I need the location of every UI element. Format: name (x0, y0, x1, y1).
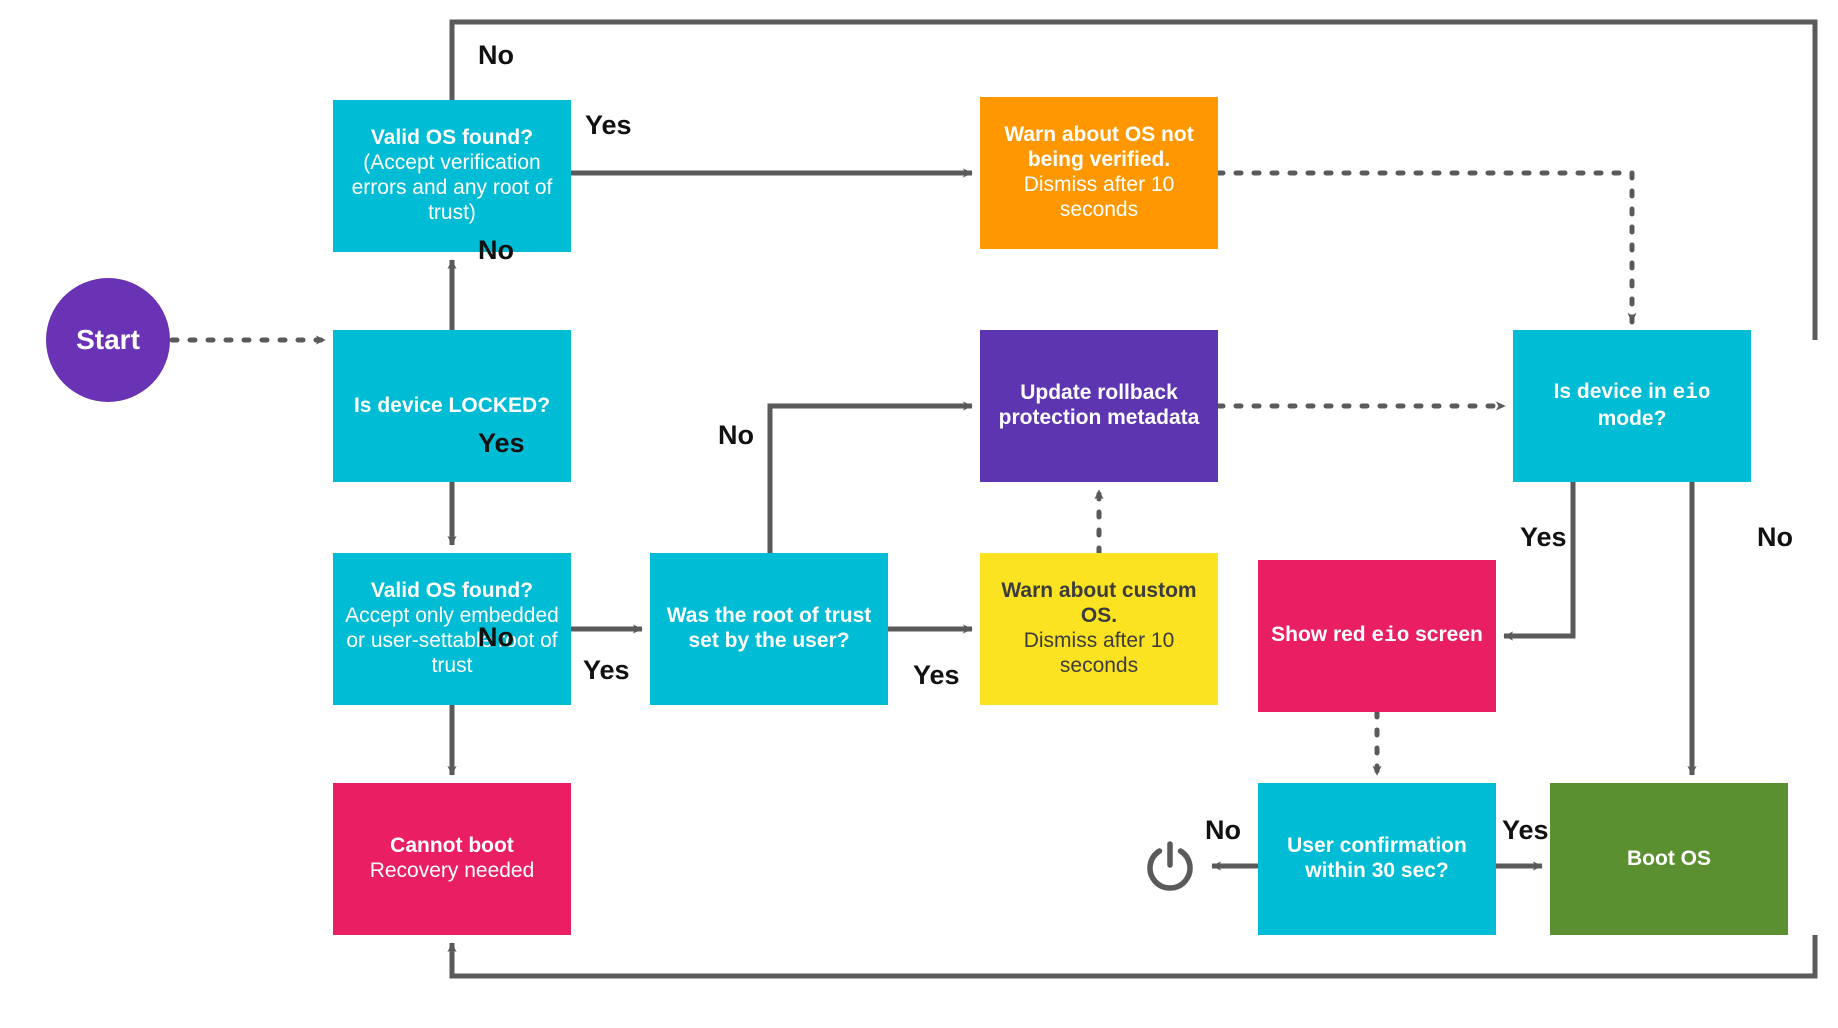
edge-label-no-top-loop: No (478, 40, 514, 70)
node-boot-os-title: Boot OS (1627, 846, 1711, 870)
node-valid-os-locked-title: Valid OS found? (370, 579, 534, 603)
node-warn-custom-os[interactable]: Warn about custom OS. Dismiss after 10 s… (980, 553, 1218, 705)
edge-label-no-eio-boot: No (1757, 522, 1793, 552)
red-eio-mono-text: eio (1371, 624, 1410, 648)
node-is-device-eio-title: Is device in eio mode? (1521, 380, 1743, 432)
node-user-confirmation[interactable]: User confirmation within 30 sec? (1258, 783, 1496, 935)
node-cannot-boot[interactable]: Cannot boot Recovery needed (333, 783, 571, 935)
node-start[interactable]: Start (46, 278, 170, 402)
edge-label-yes-rot-warncustom: Yes (913, 660, 960, 690)
node-warn-custom-os-sub: Dismiss after 10 seconds (1023, 629, 1175, 677)
node-is-device-locked[interactable]: Is device LOCKED? (333, 330, 571, 482)
node-root-of-trust-user-title: Was the root of trust set by the user? (666, 604, 872, 652)
edge-label-no-locked-up: No (478, 235, 514, 265)
node-show-red-eio-title: Show red eio screen (1271, 623, 1483, 650)
red-eio-suffix-text: screen (1409, 622, 1483, 646)
edge-label-no-userconf-power: No (1205, 815, 1241, 845)
edge-label-yes-userconf-boot: Yes (1502, 815, 1549, 845)
edge-label-yes-validos-rot: Yes (583, 655, 630, 685)
node-warn-unverified-os[interactable]: Warn about OS not being verified. Dismis… (980, 97, 1218, 249)
node-update-rollback[interactable]: Update rollback protection metadata (980, 330, 1218, 482)
power-icon (1142, 838, 1198, 894)
edge-label-yes-unlocked-warn: Yes (585, 110, 632, 140)
edge-bottom-loop (447, 935, 1818, 979)
edge-label-yes-eio-red: Yes (1520, 522, 1567, 552)
edge-eio-yes-red (1503, 482, 1576, 641)
node-valid-os-locked[interactable]: Valid OS found? Accept only embedded or … (333, 553, 571, 705)
node-show-red-eio[interactable]: Show red eio screen (1258, 560, 1496, 712)
eio-mono-text: eio (1672, 382, 1711, 406)
red-eio-prefix-text: Show red (1271, 622, 1372, 646)
node-valid-os-unlocked[interactable]: Valid OS found? (Accept verification err… (333, 100, 571, 252)
eio-suffix-text: mode? (1597, 407, 1667, 430)
node-valid-os-unlocked-sub: (Accept verification errors and any root… (351, 151, 553, 224)
node-update-rollback-title: Update rollback protection metadata (998, 381, 1200, 429)
edge-label-no-rot-rollback: No (718, 420, 754, 450)
node-valid-os-locked-sub: Accept only embedded or user-settable ro… (345, 604, 559, 677)
edge-label-yes-locked-down: Yes (478, 428, 525, 458)
node-valid-os-unlocked-title: Valid OS found? (370, 126, 534, 150)
node-cannot-boot-sub: Recovery needed (369, 859, 535, 882)
node-user-confirmation-title: User confirmation within 30 sec? (1287, 834, 1467, 882)
node-is-device-eio[interactable]: Is device in eio mode? (1513, 330, 1751, 482)
edge-label-no-validos-cannotboot: No (478, 622, 514, 652)
node-root-of-trust-user[interactable]: Was the root of trust set by the user? (650, 553, 888, 705)
node-cannot-boot-title: Cannot boot (390, 834, 514, 858)
edge-rot-no-rollback (767, 401, 973, 553)
node-warn-unverified-os-title: Warn about OS not being verified. (1004, 123, 1194, 172)
node-boot-os[interactable]: Boot OS (1550, 783, 1788, 935)
edge-validos-no-toploop (449, 19, 1818, 340)
node-is-device-locked-title: Is device LOCKED? (353, 393, 551, 417)
node-start-label: Start (76, 324, 140, 356)
node-warn-custom-os-title: Warn about custom OS. (1001, 579, 1197, 628)
edge-warnos-to-eio (1215, 170, 1637, 325)
node-warn-unverified-os-sub: Dismiss after 10 seconds (1023, 173, 1175, 221)
eio-prefix-text: Is device in (1553, 380, 1673, 404)
